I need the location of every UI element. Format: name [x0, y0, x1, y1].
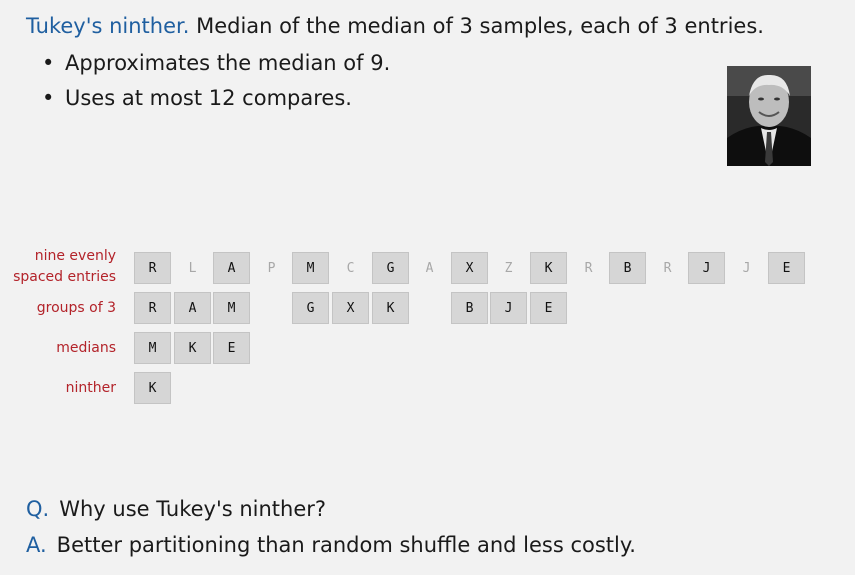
entry-cell: B: [609, 252, 646, 284]
question-text: Why use Tukey's ninther?: [59, 497, 327, 521]
entry-cell: E: [530, 292, 567, 324]
answer-text: Better partitioning than random shuffle …: [56, 533, 636, 557]
entry-cell: B: [451, 292, 488, 324]
skipped-entry-cell: Z: [504, 260, 513, 276]
row-label-ninther: ninther: [65, 380, 116, 396]
skipped-entry-cell: J: [742, 260, 751, 276]
portrait-image: [727, 66, 811, 166]
bullet-item: •Uses at most 12 compares.: [42, 86, 352, 110]
entry-cell: E: [768, 252, 805, 284]
entry-cell: K: [174, 332, 211, 364]
answer-tag: A.: [26, 533, 47, 557]
skipped-entry-cell: P: [267, 260, 276, 276]
skipped-entry-cell: C: [346, 260, 355, 276]
entry-cell: M: [134, 332, 171, 364]
question-tag: Q.: [26, 497, 50, 521]
row-label-medians: medians: [56, 340, 116, 356]
skipped-entry-cell: A: [425, 260, 434, 276]
entry-cell: R: [134, 292, 171, 324]
title-text: Median of the median of 3 samples, each …: [196, 14, 764, 38]
entry-cell: M: [292, 252, 329, 284]
bullet-dot-icon: •: [42, 51, 55, 75]
entry-cell: K: [372, 292, 409, 324]
title-term: Tukey's ninther.: [26, 14, 190, 38]
entry-cell: K: [134, 372, 171, 404]
entry-cell: X: [332, 292, 369, 324]
entry-cell: A: [213, 252, 250, 284]
entry-cell: G: [292, 292, 329, 324]
entry-cell: R: [134, 252, 171, 284]
slide-title: Tukey's ninther. Median of the median of…: [26, 14, 764, 38]
skipped-entry-cell: L: [188, 260, 197, 276]
entry-cell: M: [213, 292, 250, 324]
entry-cell: E: [213, 332, 250, 364]
entry-cell: G: [372, 252, 409, 284]
entry-cell: J: [688, 252, 725, 284]
skipped-entry-cell: R: [663, 260, 672, 276]
entry-cell: J: [490, 292, 527, 324]
skipped-entry-cell: R: [584, 260, 593, 276]
entry-cell: X: [451, 252, 488, 284]
answer-line: A. Better partitioning than random shuffl…: [26, 533, 636, 557]
bullet-dot-icon: •: [42, 86, 55, 110]
entry-cell: K: [530, 252, 567, 284]
bullet-item: •Approximates the median of 9.: [42, 51, 391, 75]
question-line: Q. Why use Tukey's ninther?: [26, 497, 326, 521]
portrait-photo: [727, 66, 811, 166]
row-label-groups: groups of 3: [36, 300, 116, 316]
bullet-list: •Approximates the median of 9. •Uses at …: [42, 50, 390, 120]
entry-cell: A: [174, 292, 211, 324]
